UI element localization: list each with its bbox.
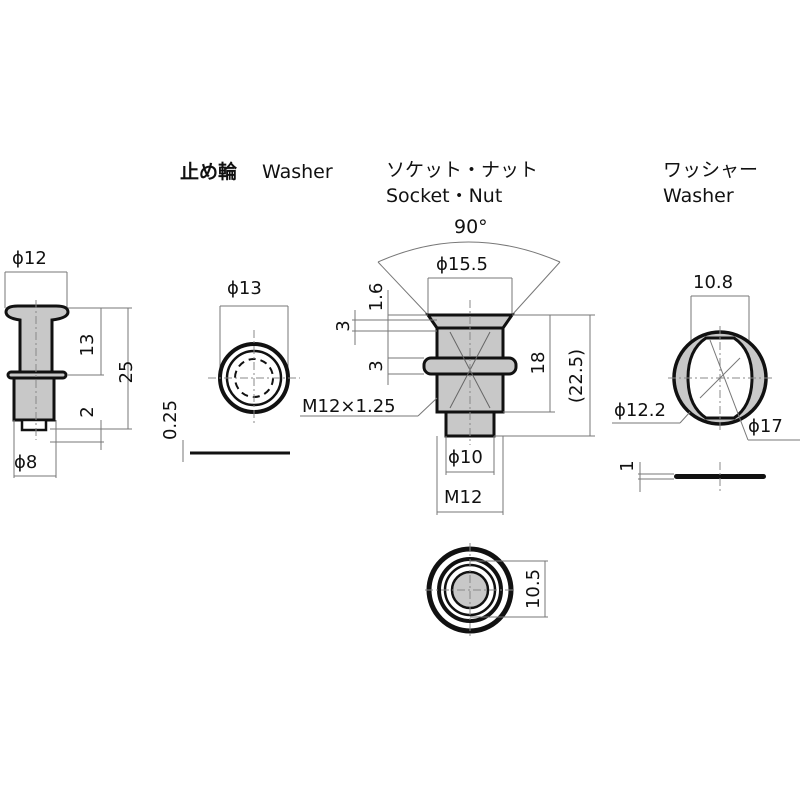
washer-outer-dia: ϕ17	[748, 416, 783, 437]
socket-nut-hex-across: 10.5	[523, 569, 544, 609]
pin-upper-len: 13	[77, 334, 98, 357]
socket-nut-socket-h: 3	[333, 320, 354, 331]
washer2-title-jp: ワッシャー	[663, 159, 758, 181]
pin-tip-len: 2	[77, 406, 98, 417]
socket-nut-thread: M12×1.25	[302, 396, 396, 417]
washer-title-en: Washer	[262, 161, 333, 183]
pin-body-dia: ϕ8	[14, 452, 37, 473]
socket-nut-total-len: (22.5)	[566, 349, 587, 403]
washer2-title-en: Washer	[663, 185, 734, 207]
socket-nut-nut-h: 3	[366, 360, 387, 371]
socket-nut-thread-dia: M12	[444, 487, 482, 508]
washer-thickness: 1	[617, 460, 638, 471]
socket-nut-title-jp: ソケット・ナット	[386, 159, 538, 181]
pin-head-dia: ϕ12	[12, 248, 47, 269]
retaining-washer-thickness: 0.25	[160, 400, 181, 440]
socket-nut-body-len: 18	[528, 352, 549, 375]
washer-title-jp: 止め輪	[180, 160, 238, 183]
washer-drawing: 10.8 ϕ12.2 ϕ17 1	[612, 272, 800, 492]
socket-nut-drawing: 90° ϕ15.5 1.6 3 3 M12×1.25	[300, 216, 595, 637]
washer-inner-dia: ϕ12.2	[614, 400, 666, 421]
socket-nut-tip-dia: ϕ10	[448, 447, 483, 468]
socket-nut-head-dia: ϕ15.5	[436, 254, 488, 275]
pin-drawing: ϕ12 13 25 2 ϕ8	[4, 248, 137, 478]
retaining-washer-drawing: ϕ13 0.25	[160, 278, 300, 462]
washer-flat: 10.8	[693, 272, 733, 293]
socket-nut-title-en: Socket・Nut	[386, 185, 502, 207]
pin-total-len: 25	[116, 361, 137, 384]
retaining-washer-outer-dia: ϕ13	[227, 278, 262, 299]
socket-nut-head-h: 1.6	[366, 283, 387, 312]
socket-nut-angle: 90°	[454, 216, 488, 238]
